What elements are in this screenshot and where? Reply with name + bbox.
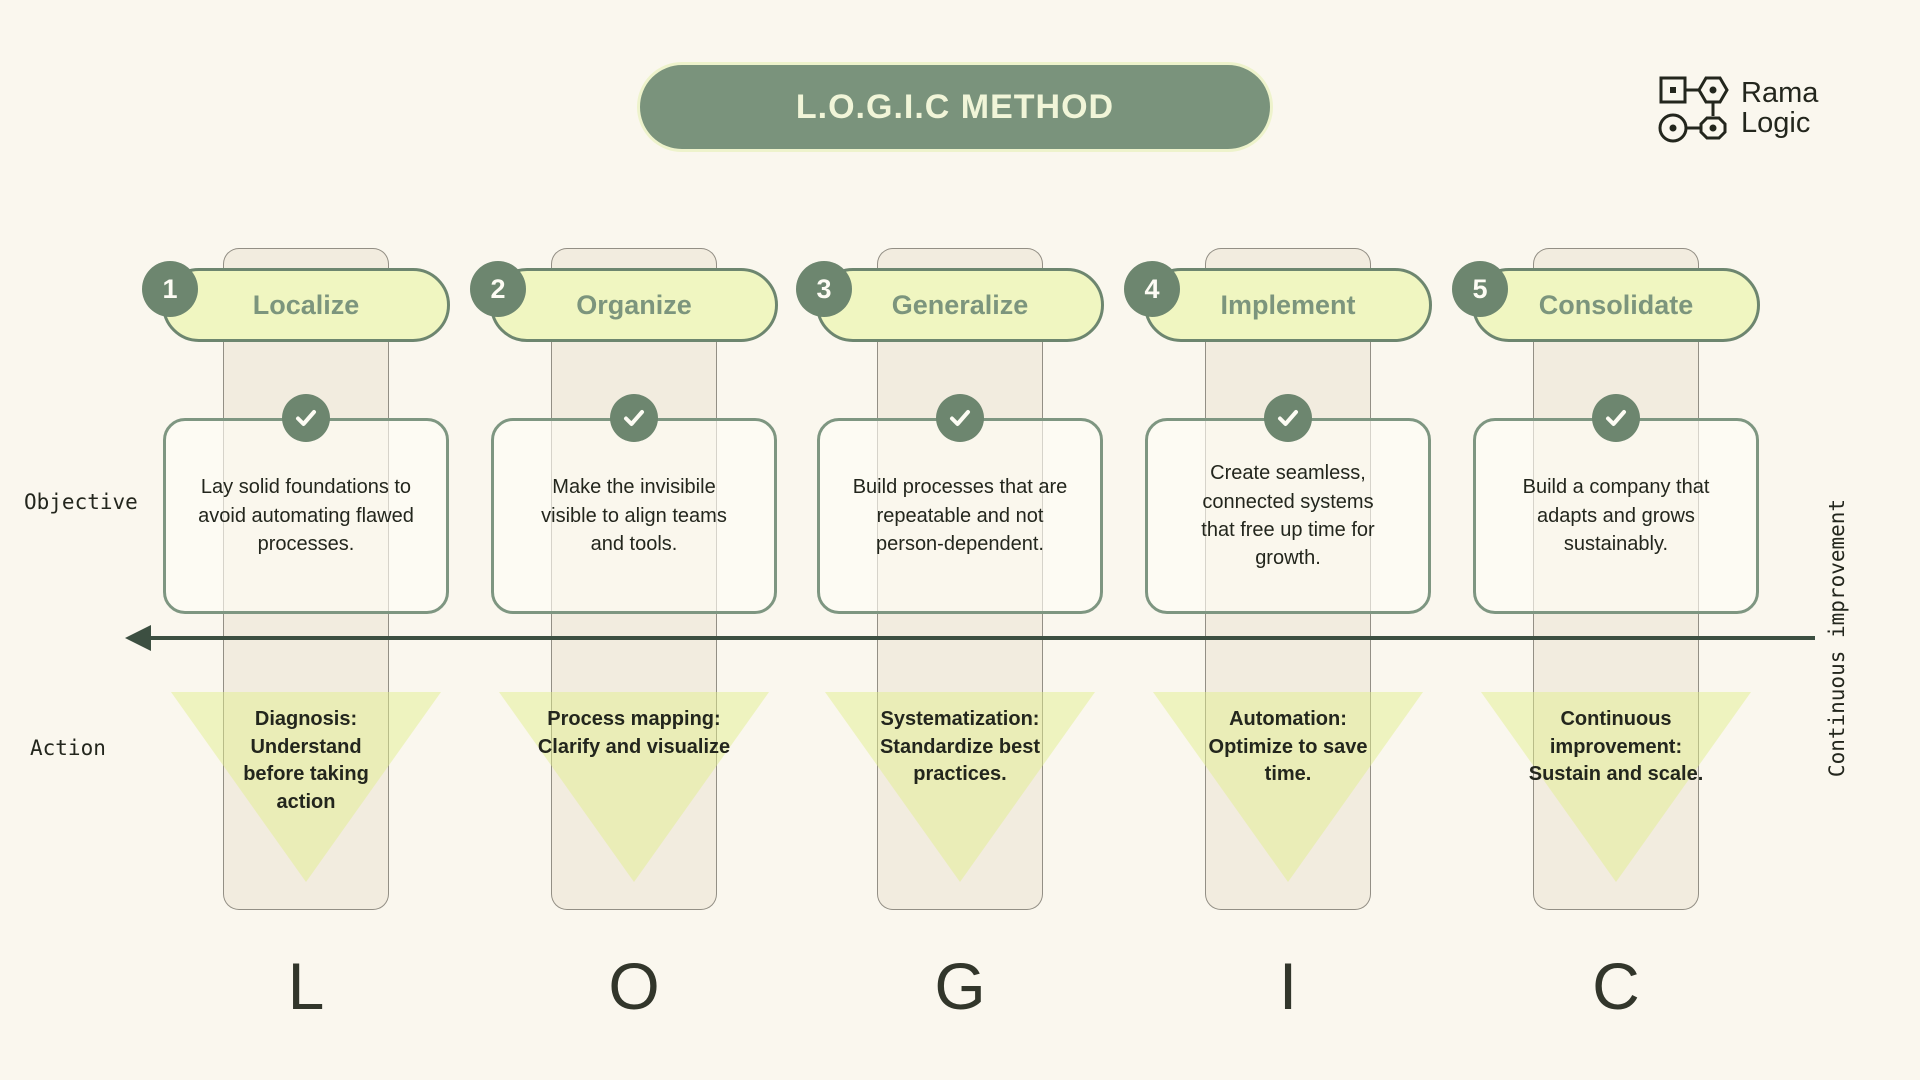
step-number: 3 <box>816 273 832 304</box>
step-track <box>877 248 1043 910</box>
check-icon <box>610 394 658 442</box>
step-track <box>1533 248 1699 910</box>
brand-name-line1: Rama <box>1741 77 1819 110</box>
brand-logo-icon <box>1658 76 1729 143</box>
step-track <box>551 248 717 910</box>
action-triangle-icon <box>825 692 1095 882</box>
step-number-badge: 3 <box>796 261 852 317</box>
step-letter: I <box>1278 949 1298 1023</box>
brand-name-line2: Logic <box>1741 107 1811 139</box>
step-number-badge: 2 <box>470 261 526 317</box>
action-text: Process mapping: Clarify and visualize <box>537 708 731 758</box>
objective-text: Build a company that adapts and grows su… <box>1522 476 1710 556</box>
objective-text: Lay solid foundations to avoid automatin… <box>198 476 414 556</box>
objective-text: Make the invisibile visible to align tea… <box>541 476 727 556</box>
timeline-arrow <box>125 625 1815 651</box>
row-label-action: Action <box>30 736 106 760</box>
step-track <box>1205 248 1371 910</box>
step-number-badge: 4 <box>1124 261 1180 317</box>
objective-card: Make the invisibile visible to align tea… <box>491 418 777 614</box>
step-name: Organize <box>576 289 692 320</box>
objective-card: Build processes that are repeatable and … <box>817 418 1103 614</box>
action-text: Automation: Optimize to save time. <box>1208 708 1368 786</box>
action-triangle-icon <box>1153 692 1423 882</box>
action-text: Diagnosis: Understand before taking acti… <box>243 708 369 813</box>
step-header-pill: Localize <box>162 268 450 342</box>
step-name: Localize <box>252 289 360 320</box>
action-text: Systematization: Standardize best practi… <box>879 708 1041 786</box>
objective-text: Build processes that are repeatable and … <box>852 476 1068 556</box>
row-label-objective: Objective <box>24 490 138 514</box>
check-icon <box>1264 394 1312 442</box>
step-name: Consolidate <box>1538 289 1694 320</box>
step-number: 1 <box>162 273 178 304</box>
step-header-pill: Consolidate <box>1472 268 1760 342</box>
step-number: 2 <box>490 273 506 304</box>
step-number-badge: 5 <box>1452 261 1508 317</box>
step-letter: C <box>1592 949 1640 1023</box>
brand-logo: Rama Logic <box>1655 74 1818 144</box>
arrow-head-icon <box>125 625 151 651</box>
step-name: Generalize <box>891 289 1029 320</box>
step-letter: L <box>287 949 325 1023</box>
objective-card: Lay solid foundations to avoid automatin… <box>163 418 449 614</box>
step-number: 4 <box>1144 273 1160 304</box>
step-letter: O <box>608 949 660 1023</box>
action-triangle-icon <box>499 692 769 882</box>
check-icon <box>936 394 984 442</box>
step-header-pill: Implement <box>1144 268 1432 342</box>
action-text: Continuous improvement: Sustain and scal… <box>1528 708 1704 786</box>
title-banner: L.O.G.I.C METHOD <box>637 62 1273 152</box>
brand-name: Rama Logic <box>1741 79 1818 138</box>
objective-card: Create seamless, connected systems that … <box>1145 418 1431 614</box>
check-icon <box>1592 394 1640 442</box>
step-header-pill: Organize <box>490 268 778 342</box>
continuous-improvement-label: Continuous improvement <box>1825 498 1849 778</box>
step-header-pill: Generalize <box>816 268 1104 342</box>
step-letter: G <box>934 949 986 1023</box>
check-icon <box>282 394 330 442</box>
step-number: 5 <box>1472 273 1488 304</box>
objective-card: Build a company that adapts and grows su… <box>1473 418 1759 614</box>
step-number-badge: 1 <box>142 261 198 317</box>
step-track <box>223 248 389 910</box>
action-triangle-icon <box>171 692 441 882</box>
page-title: L.O.G.I.C METHOD <box>795 87 1115 126</box>
step-name: Implement <box>1220 289 1356 320</box>
action-triangle-icon <box>1481 692 1751 882</box>
objective-text: Create seamless, connected systems that … <box>1201 462 1375 570</box>
